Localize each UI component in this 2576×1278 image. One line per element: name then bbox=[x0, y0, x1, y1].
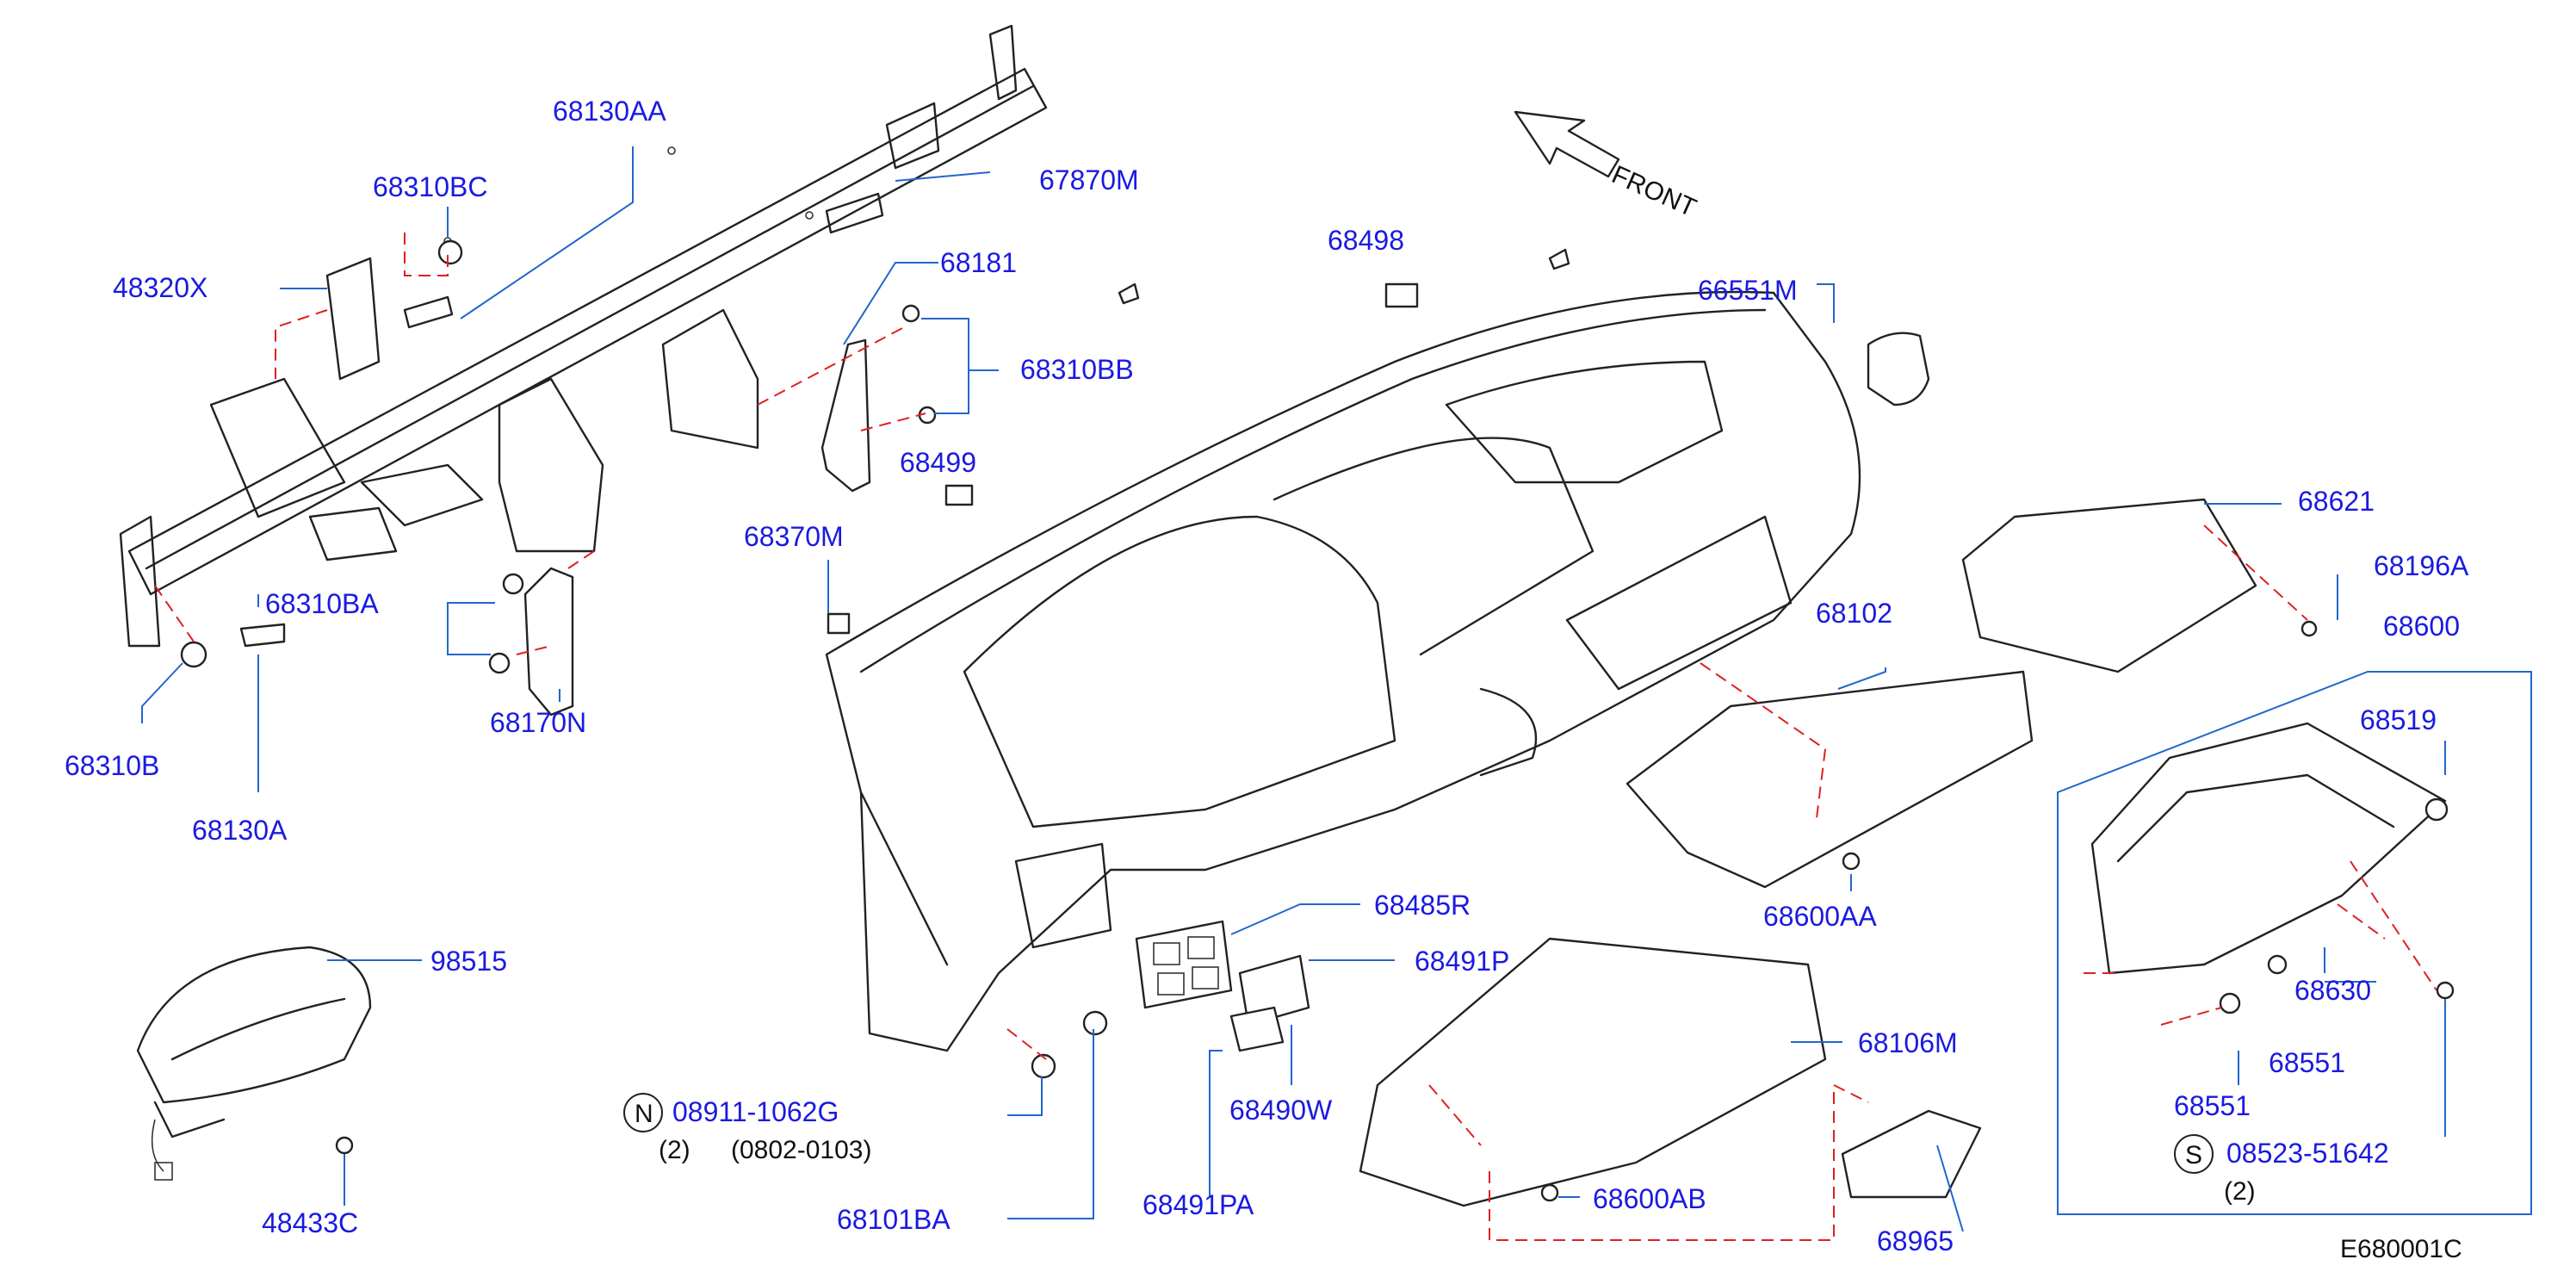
side-vent-66551m-drawing bbox=[1867, 332, 1930, 406]
label-68491P: 68491P bbox=[1415, 946, 1509, 977]
label-48320X: 48320X bbox=[113, 272, 207, 303]
label-68551-right: 68551 bbox=[2269, 1047, 2345, 1078]
label-68491PA: 68491PA bbox=[1142, 1189, 1254, 1220]
bracket-68181-drawing bbox=[820, 338, 871, 493]
lower-cover-68102-drawing bbox=[1625, 670, 2034, 889]
glove-box-assy-68600-drawing bbox=[2090, 722, 2447, 975]
label-68551-left: 68551 bbox=[2174, 1090, 2251, 1121]
blank-cap-drawings bbox=[1229, 954, 1310, 1052]
label-68621: 68621 bbox=[2298, 486, 2375, 517]
label-68490W: 68490W bbox=[1229, 1095, 1333, 1126]
lower-cover-68106m-drawing bbox=[1359, 937, 1827, 1207]
glove-box-lid-68621-drawing bbox=[1961, 498, 2257, 673]
label-68102: 68102 bbox=[1816, 598, 1892, 629]
label-68498: 68498 bbox=[1328, 225, 1404, 256]
label-68310BC: 68310BC bbox=[373, 171, 487, 202]
glove-box-assy-frame bbox=[2057, 671, 2532, 1215]
label-68130AA: 68130AA bbox=[553, 96, 666, 127]
instrument-panel-drawing bbox=[825, 290, 1861, 1052]
label-66551M: 66551M bbox=[1698, 275, 1798, 306]
part-labels: 68130AA 68310BC 48320X 67870M 68181 6831… bbox=[65, 96, 2469, 1256]
label-68485R: 68485R bbox=[1374, 890, 1471, 921]
label-98515: 98515 bbox=[430, 946, 507, 977]
label-08523-51642: 08523-51642 bbox=[2226, 1138, 2389, 1169]
label-68519: 68519 bbox=[2360, 704, 2437, 735]
leader-lines bbox=[141, 146, 2446, 1232]
label-68965: 68965 bbox=[1877, 1225, 1954, 1256]
label-68499: 68499 bbox=[900, 447, 976, 478]
symbol-n-letter: N bbox=[635, 1100, 653, 1128]
label-68181: 68181 bbox=[940, 247, 1017, 278]
label-68310BB: 68310BB bbox=[1020, 354, 1134, 385]
label-68101BA: 68101BA bbox=[837, 1204, 951, 1235]
label-68106M: 68106M bbox=[1858, 1027, 1958, 1058]
label-68370M: 68370M bbox=[744, 521, 844, 552]
label-08911-range: (0802-0103) bbox=[731, 1136, 871, 1164]
label-67870M: 67870M bbox=[1039, 164, 1139, 195]
symbol-s-letter: S bbox=[2185, 1141, 2202, 1169]
symbol-s: S bbox=[2174, 1134, 2214, 1174]
label-08911-1062G: 08911-1062G bbox=[672, 1096, 839, 1127]
label-68196A: 68196A bbox=[2374, 550, 2469, 581]
steering-member-drawing bbox=[119, 24, 1048, 648]
front-arrow-icon bbox=[1514, 110, 1620, 178]
diagram-code: E680001C bbox=[2340, 1235, 2462, 1263]
label-68600AB: 68600AB bbox=[1593, 1183, 1706, 1214]
label-68630: 68630 bbox=[2294, 975, 2371, 1006]
switch-bezel-68485r-drawing bbox=[1135, 920, 1233, 1009]
label-68130A: 68130A bbox=[192, 815, 288, 846]
label-68600AA: 68600AA bbox=[1763, 901, 1877, 932]
bracket-68170n-drawing bbox=[523, 567, 574, 717]
label-68310BA: 68310BA bbox=[265, 588, 379, 619]
dashed-alignment-lines bbox=[154, 233, 2437, 1241]
label-68600: 68600 bbox=[2383, 611, 2460, 642]
fastener-drawings bbox=[180, 239, 2455, 1202]
label-48433C: 48433C bbox=[262, 1207, 358, 1238]
label-08911-qty: (2) bbox=[659, 1136, 690, 1164]
symbol-n: N bbox=[623, 1093, 663, 1132]
airbag-module-98515-drawing bbox=[136, 946, 372, 1181]
panel-68965-drawing bbox=[1841, 1109, 1982, 1199]
label-08523-qty: (2) bbox=[2224, 1177, 2256, 1206]
label-68310B: 68310B bbox=[65, 750, 159, 781]
front-label: FRONT bbox=[1607, 160, 1700, 222]
label-68170N: 68170N bbox=[490, 707, 586, 738]
